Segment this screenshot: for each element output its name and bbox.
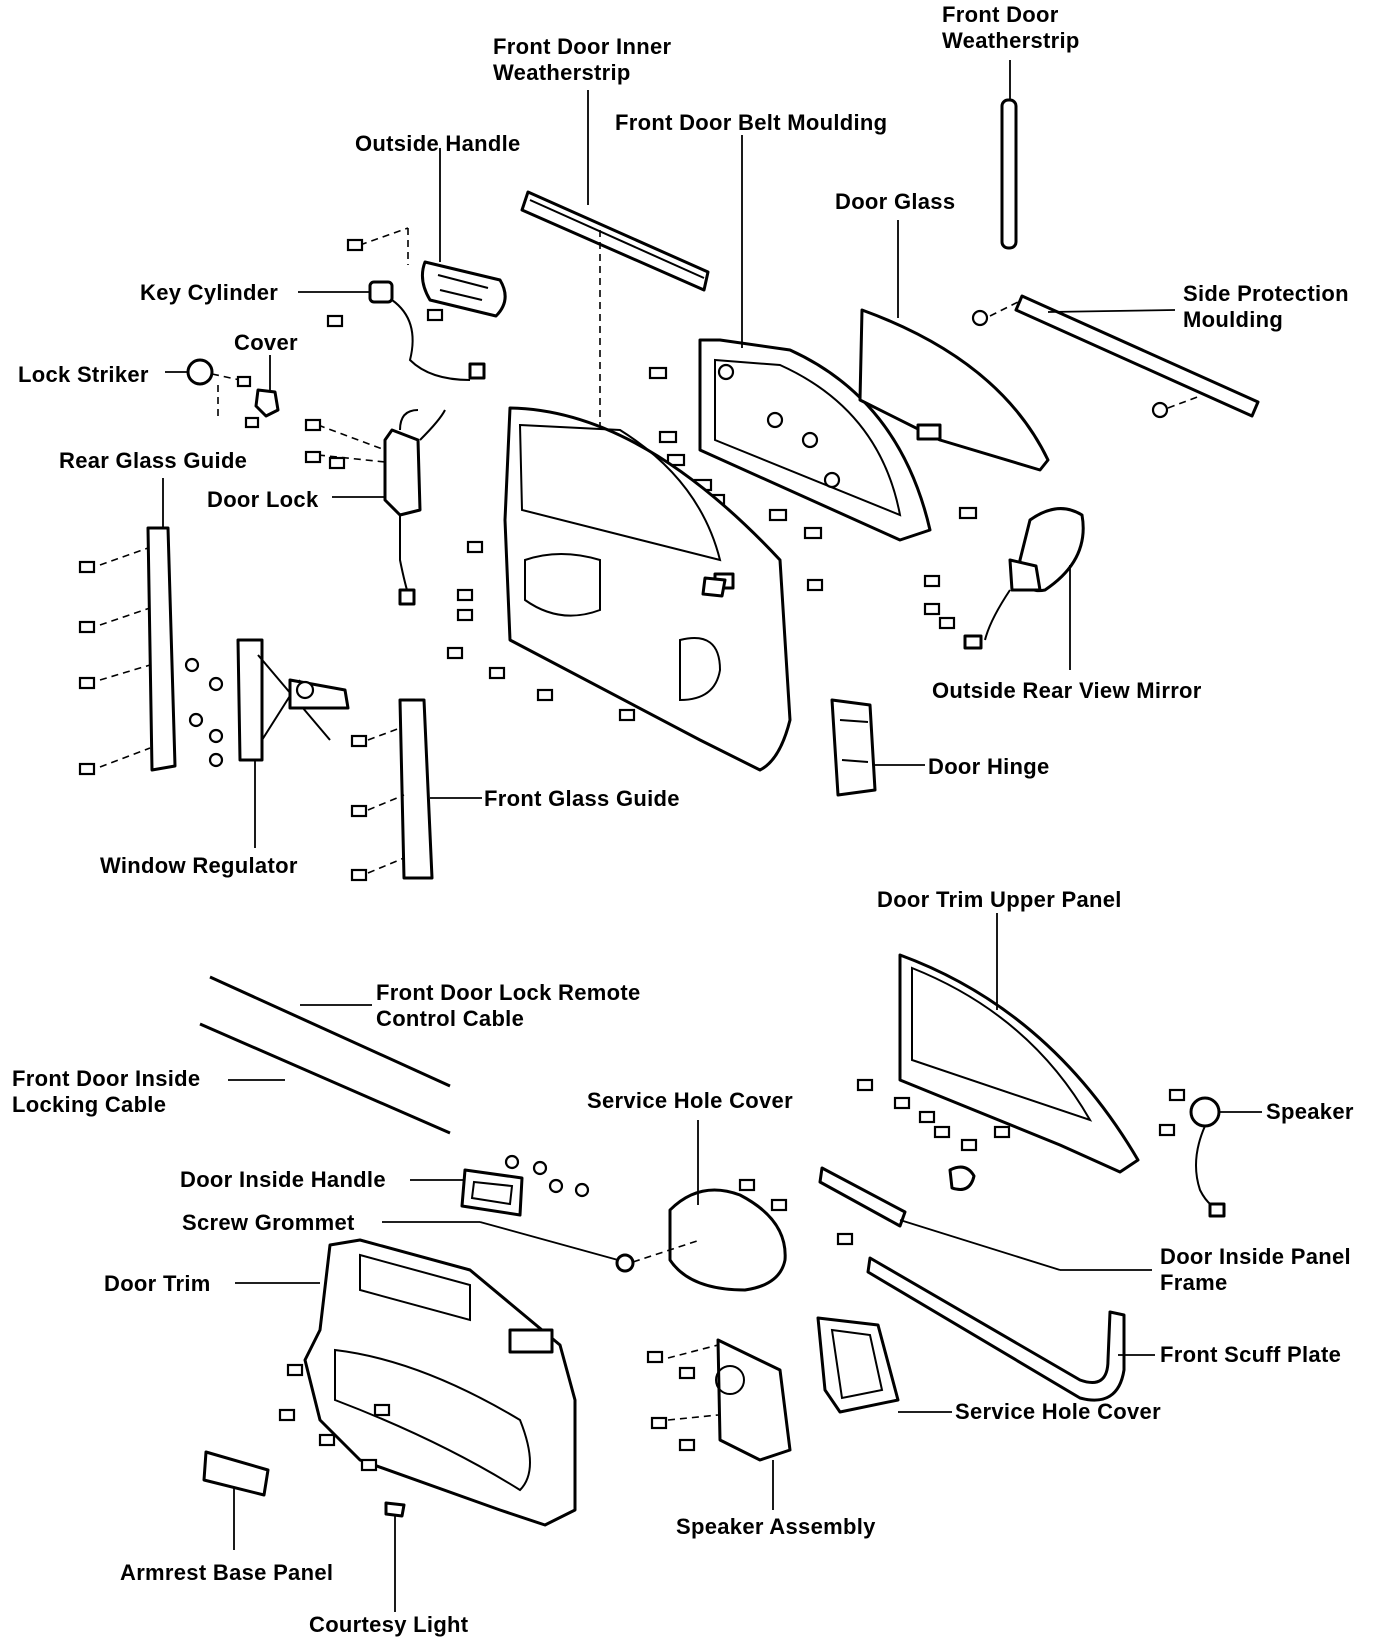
label-lock-striker: Lock Striker	[18, 362, 149, 387]
label-door-trim-upper-panel: Door Trim Upper Panel	[877, 887, 1122, 912]
label-outside-handle: Outside Handle	[355, 131, 521, 156]
front-scuff-plate-part	[866, 1256, 1155, 1402]
label-rear-glass-guide: Rear Glass Guide	[59, 448, 248, 473]
door-inside-panel-frame-part	[738, 1165, 1152, 1271]
label-courtesy-light: Courtesy Light	[309, 1612, 469, 1637]
armrest-base-panel-part	[202, 1450, 270, 1550]
speaker-assembly-part	[646, 1338, 792, 1510]
label-speaker-assembly: Speaker Assembly	[676, 1514, 876, 1539]
door-trim-part	[235, 1238, 577, 1527]
door-lock-part	[304, 409, 446, 606]
label-speaker: Speaker	[1266, 1099, 1354, 1124]
label-door-inside-panel-frame: Door Inside Panel Frame	[1160, 1244, 1351, 1295]
label-outside-rear-view-mirror: Outside Rear View Mirror	[932, 678, 1202, 703]
screw-grommet-part	[382, 1221, 701, 1273]
door-hinge-part	[830, 698, 925, 797]
front-glass-guide-part	[350, 698, 482, 882]
label-service-hole-cover-upper: Service Hole Cover	[587, 1088, 793, 1113]
label-side-protection-moulding: Side Protection Moulding	[1183, 281, 1349, 332]
label-front-glass-guide: Front Glass Guide	[484, 786, 680, 811]
label-door-trim: Door Trim	[104, 1271, 211, 1296]
window-regulator-part	[184, 638, 350, 848]
front-door-lock-remote-control-cable-part	[209, 975, 451, 1088]
label-front-door-belt-moulding: Front Door Belt Moulding	[615, 110, 888, 135]
rear-glass-guide-part	[78, 478, 177, 776]
label-armrest-base-panel: Armrest Base Panel	[120, 1560, 334, 1585]
front-door-weatherstrip-part	[1000, 60, 1018, 250]
side-protection-moulding-part	[971, 294, 1260, 419]
label-door-inside-handle: Door Inside Handle	[180, 1167, 386, 1192]
label-front-door-weatherstrip: Front Door Weatherstrip	[942, 2, 1080, 53]
label-front-door-inside-locking-cable: Front Door Inside Locking Cable	[12, 1066, 201, 1117]
label-front-door-inner-weatherstrip: Front Door Inner Weatherstrip	[493, 34, 672, 85]
door-glass-part	[858, 220, 1050, 472]
label-door-hinge: Door Hinge	[928, 754, 1050, 779]
label-front-scuff-plate: Front Scuff Plate	[1160, 1342, 1342, 1367]
label-cover: Cover	[234, 330, 298, 355]
cover-part	[254, 355, 280, 418]
outside-handle-part	[346, 148, 507, 322]
lock-striker-part	[165, 358, 260, 429]
service-hole-cover-lower-part	[816, 1316, 952, 1414]
front-door-inside-locking-cable-part	[199, 1022, 451, 1135]
label-screw-grommet: Screw Grommet	[182, 1210, 355, 1235]
key-cylinder-part	[298, 280, 486, 381]
service-hole-cover-upper-part	[668, 1120, 787, 1292]
label-door-lock: Door Lock	[207, 487, 319, 512]
outside-rear-view-mirror-part	[923, 507, 1085, 670]
speaker-part	[1158, 1088, 1262, 1218]
small-clip-part	[701, 576, 727, 598]
door-trim-upper-panel-part	[856, 913, 1140, 1174]
label-door-glass: Door Glass	[835, 189, 956, 214]
courtesy-light-part	[384, 1501, 406, 1612]
label-window-regulator: Window Regulator	[100, 853, 298, 878]
label-front-door-lock-remote-control-cable: Front Door Lock Remote Control Cable	[376, 980, 641, 1031]
label-key-cylinder: Key Cylinder	[140, 280, 279, 305]
door-inside-handle-part	[410, 1154, 590, 1217]
label-service-hole-cover-lower: Service Hole Cover	[955, 1399, 1161, 1424]
front-door-inner-weatherstrip-part	[520, 90, 710, 520]
